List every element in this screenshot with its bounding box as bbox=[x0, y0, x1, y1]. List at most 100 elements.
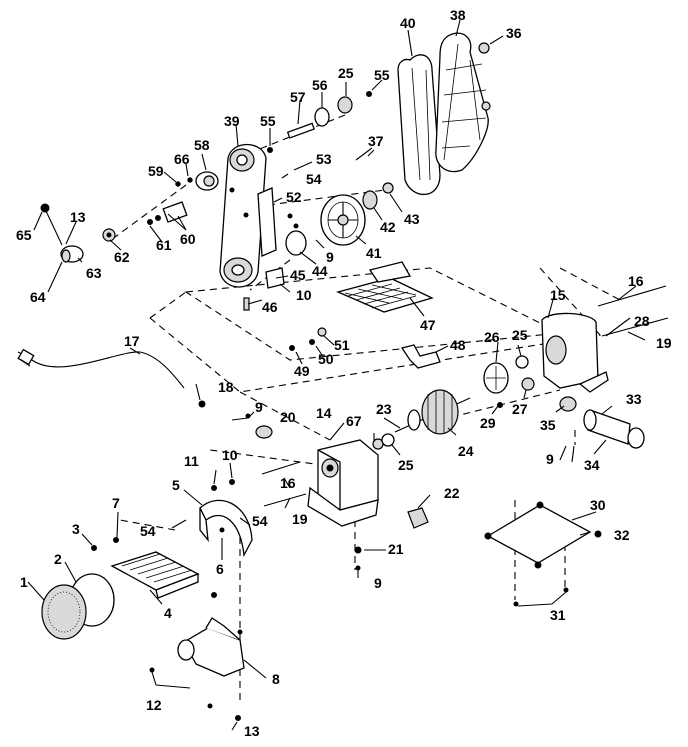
label-part-15: 15 bbox=[550, 287, 566, 303]
label-part-47: 47 bbox=[420, 317, 436, 333]
screw-part-49 bbox=[289, 345, 295, 351]
label-part-26: 26 bbox=[484, 329, 500, 345]
label-part-41: 41 bbox=[366, 245, 382, 261]
label-part-19-motor: 19 bbox=[292, 511, 308, 527]
screw-part-36 bbox=[478, 42, 490, 54]
label-part-12: 12 bbox=[146, 697, 162, 713]
label-part-9-arm: 9 bbox=[326, 249, 334, 265]
label-part-34: 34 bbox=[584, 457, 600, 473]
long-bolt-part-19b bbox=[263, 493, 307, 507]
belt-part-40 bbox=[397, 54, 441, 196]
label-part-23: 23 bbox=[376, 401, 392, 417]
label-part-63: 63 bbox=[86, 265, 102, 281]
bracket-part-48 bbox=[400, 344, 441, 369]
pulley-part-41 bbox=[320, 194, 366, 246]
label-part-35: 35 bbox=[540, 417, 556, 433]
label-part-43: 43 bbox=[404, 211, 420, 227]
part-number-labels: 1 2 3 4 5 6 7 8 9 9 9 9 10 10 11 12 13 1… bbox=[16, 7, 672, 739]
washer-part-21 bbox=[354, 546, 362, 554]
table-part-4 bbox=[110, 537, 217, 599]
screw-part-13 bbox=[235, 715, 241, 721]
bracket-group-58-61 bbox=[147, 171, 219, 225]
label-part-25-motor: 25 bbox=[398, 457, 414, 473]
label-part-50: 50 bbox=[318, 351, 334, 367]
label-part-40: 40 bbox=[400, 15, 416, 31]
label-part-24: 24 bbox=[458, 443, 474, 459]
shaft-parts-55-57 bbox=[267, 91, 372, 153]
label-part-27: 27 bbox=[512, 401, 528, 417]
armature-part-24 bbox=[394, 389, 471, 435]
label-part-4: 4 bbox=[164, 605, 172, 621]
screw-part-12b bbox=[207, 703, 213, 709]
label-part-66: 66 bbox=[174, 151, 190, 167]
screw-part-9a bbox=[245, 413, 251, 419]
label-part-49: 49 bbox=[294, 363, 310, 379]
label-part-2: 2 bbox=[54, 551, 62, 567]
label-part-55-right: 55 bbox=[374, 67, 390, 83]
label-part-29: 29 bbox=[480, 415, 496, 431]
nut-part-43 bbox=[382, 182, 394, 194]
label-part-16-motor: 16 bbox=[280, 475, 296, 491]
label-part-5: 5 bbox=[172, 477, 180, 493]
label-part-18: 18 bbox=[218, 379, 234, 395]
screw-part-9d bbox=[355, 565, 361, 571]
label-part-1: 1 bbox=[20, 574, 28, 590]
label-part-62: 62 bbox=[114, 249, 130, 265]
label-part-17: 17 bbox=[124, 333, 140, 349]
end-housing-part-15 bbox=[541, 312, 609, 393]
label-part-3: 3 bbox=[72, 521, 80, 537]
label-part-56: 56 bbox=[312, 77, 328, 93]
label-part-46: 46 bbox=[262, 299, 278, 315]
label-part-39: 39 bbox=[224, 113, 240, 129]
label-part-48: 48 bbox=[450, 337, 466, 353]
label-part-55-left: 55 bbox=[260, 113, 276, 129]
plate-part-52 bbox=[257, 187, 299, 257]
long-bolt-part-16b bbox=[261, 461, 301, 475]
screw-part-10 bbox=[229, 479, 235, 485]
hub-part-44 bbox=[285, 230, 307, 256]
label-part-65: 65 bbox=[16, 227, 32, 243]
label-part-20: 20 bbox=[280, 409, 296, 425]
label-part-9-cap: 9 bbox=[546, 451, 554, 467]
base-plate-part-30 bbox=[484, 501, 602, 607]
label-part-32: 32 bbox=[614, 527, 630, 543]
belt-arm-part-39 bbox=[219, 144, 267, 288]
long-bolt-part-16 bbox=[597, 285, 667, 307]
disc-guard-part-5 bbox=[199, 499, 253, 558]
label-part-28: 28 bbox=[634, 313, 650, 329]
label-part-58: 58 bbox=[194, 137, 210, 153]
label-part-64: 64 bbox=[30, 289, 46, 305]
long-bolt-part-19 bbox=[601, 317, 669, 337]
motor-housing-part-14 bbox=[307, 439, 379, 527]
label-part-54-arm: 54 bbox=[306, 171, 322, 187]
screw-part-11 bbox=[211, 485, 217, 491]
belt-guard-part-38 bbox=[435, 32, 489, 173]
label-part-31: 31 bbox=[550, 607, 566, 623]
nut-part-62 bbox=[102, 228, 116, 242]
label-part-51: 51 bbox=[334, 337, 350, 353]
label-part-10-arm: 10 bbox=[296, 287, 312, 303]
switch-part-20 bbox=[255, 425, 273, 439]
label-part-25-fan: 25 bbox=[512, 327, 528, 343]
label-part-14: 14 bbox=[316, 405, 332, 421]
grid-plate-part-47 bbox=[336, 261, 434, 313]
screw-part-51 bbox=[317, 327, 327, 337]
bearing-part-25 bbox=[381, 433, 395, 447]
dust-chute-part-8 bbox=[177, 617, 245, 677]
label-part-45: 45 bbox=[290, 267, 306, 283]
leader-lines bbox=[27, 19, 646, 731]
label-part-67: 67 bbox=[346, 413, 362, 429]
label-part-57: 57 bbox=[290, 89, 306, 105]
label-part-9-base: 9 bbox=[374, 575, 382, 591]
screw-part-50 bbox=[309, 339, 315, 345]
label-part-52: 52 bbox=[286, 189, 302, 205]
label-part-22: 22 bbox=[444, 485, 460, 501]
capacitor-parts-33-35 bbox=[559, 396, 645, 449]
label-part-38: 38 bbox=[450, 7, 466, 23]
label-part-7: 7 bbox=[112, 495, 120, 511]
clamp-part-22 bbox=[407, 507, 429, 529]
label-part-16-top: 16 bbox=[628, 273, 644, 289]
screw-part-18 bbox=[198, 400, 206, 408]
rod-part-37 bbox=[355, 147, 373, 161]
